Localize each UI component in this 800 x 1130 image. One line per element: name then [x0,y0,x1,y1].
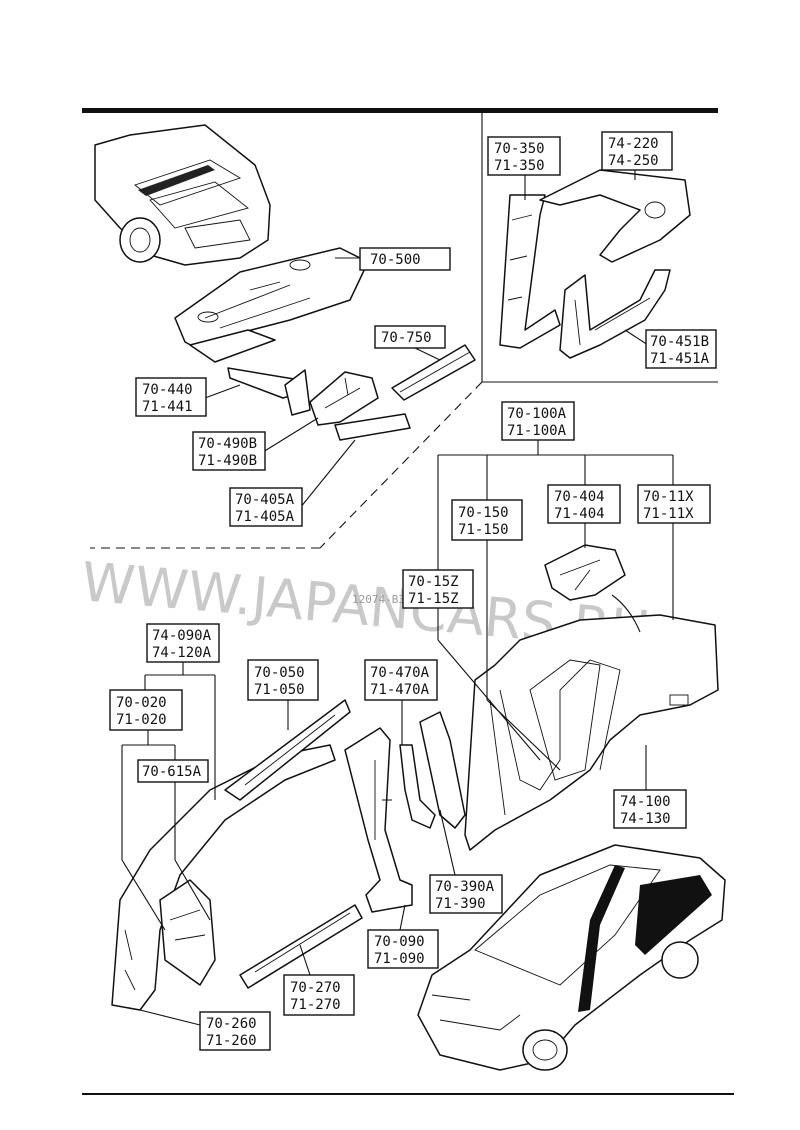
callout-70-490B: 70-490B 71-490B [192,431,266,471]
svg-text:71-405A: 71-405A [235,509,295,525]
svg-text:70-470A: 70-470A [370,665,430,681]
svg-text:70-440: 70-440 [142,382,193,398]
quarter-panel-parts [499,169,691,359]
callout-70-270: 70-270 71-270 [283,974,355,1016]
callout-70-500: 70-500 [359,247,451,271]
svg-text:70-615A: 70-615A [142,764,202,780]
svg-text:74-130: 74-130 [620,811,671,827]
svg-text:70-15Z: 70-15Z [408,574,459,590]
svg-text:71-020: 71-020 [116,712,167,728]
small-code: 12074-B3 [352,593,405,606]
svg-text:70-405A: 70-405A [235,492,295,508]
svg-text:70-150: 70-150 [458,505,509,521]
callout-70-020: 70-020 71-020 [109,689,183,731]
svg-text:70-020: 70-020 [116,695,167,711]
svg-text:71-451A: 71-451A [650,351,710,367]
front-pillar-parts [111,699,363,1011]
svg-text:71-050: 71-050 [254,682,305,698]
callout-70-11X: 70-11X 71-11X [637,484,711,524]
callout-74-090A: 74-090A 74-120A [146,623,220,663]
callout-70-260: 70-260 71-260 [199,1011,271,1051]
svg-text:70-750: 70-750 [381,330,432,346]
side-body-outer-part [464,544,719,851]
top-rule [82,108,718,113]
svg-text:74-220: 74-220 [608,136,659,152]
callout-70-15Z: 70-15Z 71-15Z [402,569,474,609]
svg-text:70-451B: 70-451B [650,334,709,350]
svg-text:71-490B: 71-490B [198,453,257,469]
svg-text:71-404: 71-404 [554,506,605,522]
svg-text:71-441: 71-441 [142,399,193,415]
svg-text:74-100: 74-100 [620,794,671,810]
svg-text:74-250: 74-250 [608,153,659,169]
callout-70-100A: 70-100A 71-100A [501,401,575,441]
svg-text:71-11X: 71-11X [643,506,694,522]
svg-text:70-11X: 70-11X [643,489,694,505]
leader-lines [121,170,674,1026]
svg-text:70-050: 70-050 [254,665,305,681]
svg-text:74-120A: 74-120A [152,645,212,661]
svg-text:71-090: 71-090 [374,951,425,967]
svg-text:71-100A: 71-100A [507,423,567,439]
svg-text:70-260: 70-260 [206,1016,257,1032]
callout-70-390A: 70-390A 71-390 [429,874,503,914]
callout-74-100: 74-100 74-130 [613,789,687,829]
svg-text:70-090: 70-090 [374,934,425,950]
callout-70-405A: 70-405A 71-405A [229,487,303,527]
section-dividers [90,113,718,549]
rear-package-tray-part [174,247,369,363]
callout-70-050: 70-050 71-050 [247,659,319,701]
callout-70-350: 70-350 71-350 [487,136,561,176]
svg-text:71-350: 71-350 [494,158,545,174]
callout-74-220: 74-220 74-250 [601,131,673,171]
callout-70-150: 70-150 71-150 [451,499,523,541]
callout-70-090: 70-090 71-090 [367,929,439,969]
callout-70-470A: 70-470A 71-470A [364,659,438,701]
svg-text:70-490B: 70-490B [198,436,257,452]
rear-crossmember-parts [227,344,476,441]
bottom-rule [82,1093,734,1095]
svg-text:71-150: 71-150 [458,522,509,538]
svg-text:71-390: 71-390 [435,896,486,912]
svg-text:70-270: 70-270 [290,980,341,996]
callout-70-750: 70-750 [374,325,446,349]
svg-text:70-100A: 70-100A [507,406,567,422]
svg-text:71-270: 71-270 [290,997,341,1013]
svg-text:70-500: 70-500 [370,252,421,268]
rear-car-illustration [94,124,271,266]
svg-text:70-390A: 70-390A [435,879,495,895]
svg-text:70-404: 70-404 [554,489,605,505]
svg-text:71-470A: 71-470A [370,682,430,698]
svg-text:70-350: 70-350 [494,141,545,157]
center-pillar-parts [344,711,466,913]
callout-70-404: 70-404 71-404 [547,484,621,524]
callout-70-451B: 70-451B 71-451A [645,329,717,369]
callout-70-440: 70-440 71-441 [135,377,207,417]
svg-text:74-090A: 74-090A [152,628,212,644]
sedan-illustration [417,844,726,1071]
callout-70-615A: 70-615A [137,759,209,783]
svg-text:71-260: 71-260 [206,1033,257,1049]
svg-text:71-15Z: 71-15Z [408,591,459,607]
